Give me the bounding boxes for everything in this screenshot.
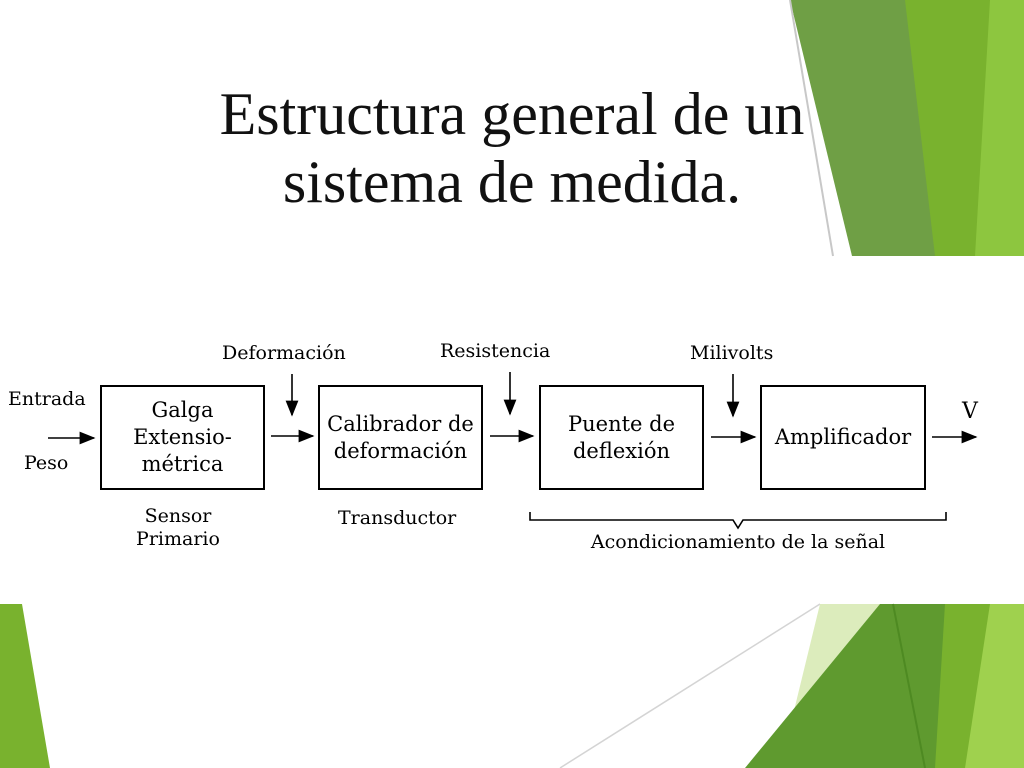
input-label-peso: Peso xyxy=(24,452,69,474)
signal-label-milivolts: Milivolts xyxy=(690,342,774,364)
signal-label-resistencia: Resistencia xyxy=(440,340,551,362)
block-calibrador-deformacion: Calibrador de deformación xyxy=(318,385,483,490)
bottom-right-divider-line xyxy=(892,603,926,768)
input-label-entrada: Entrada xyxy=(8,388,86,410)
block-galga-line-3: métrica xyxy=(141,452,224,476)
bottom-right-thin-line xyxy=(559,603,821,768)
block-puente-line-1: Puente de xyxy=(567,411,676,436)
title-line-1: Estructura general de un xyxy=(219,81,805,147)
acondicionamiento-brace xyxy=(529,512,947,530)
bottom-right-dark-green-shape xyxy=(745,604,955,768)
block-galga-line-2: Extensio- xyxy=(133,425,232,449)
bottom-right-light-green-shape xyxy=(965,604,1024,768)
caption-sensor-line-1: Sensor xyxy=(144,505,212,527)
caption-acondicionamiento: Acondicionamiento de la señal xyxy=(590,531,886,553)
block-amplificador-line-1: Amplificador xyxy=(774,425,912,449)
block-calibrador-line-1: Calibrador de xyxy=(327,411,474,436)
block-amplificador: Amplificador xyxy=(760,385,926,490)
block-puente-line-2: deflexión xyxy=(572,438,671,463)
caption-transductor: Transductor xyxy=(338,507,457,529)
output-label-v: V xyxy=(962,399,978,424)
bottom-left-green-shape xyxy=(0,604,50,768)
caption-sensor-line-2: Primario xyxy=(136,528,220,550)
block-galga-line-1: Galga xyxy=(151,398,214,422)
block-puente-deflexion: Puente de deflexión xyxy=(539,385,704,490)
diagram-arrows xyxy=(48,372,978,530)
block-calibrador-line-2: deformación xyxy=(333,438,468,463)
top-right-dark-green-shape xyxy=(790,0,935,256)
slide-title: Estructura general de un sistema de medi… xyxy=(112,80,912,216)
title-line-2: sistema de medida. xyxy=(282,149,742,215)
block-galga-extensiometrica: Galga Extensio- métrica xyxy=(100,385,265,490)
caption-sensor-primario: Sensor Primario xyxy=(118,505,238,551)
top-right-thin-line xyxy=(789,0,834,257)
top-right-light-green-shape xyxy=(975,0,1024,256)
signal-label-deformacion: Deformación xyxy=(222,342,346,364)
